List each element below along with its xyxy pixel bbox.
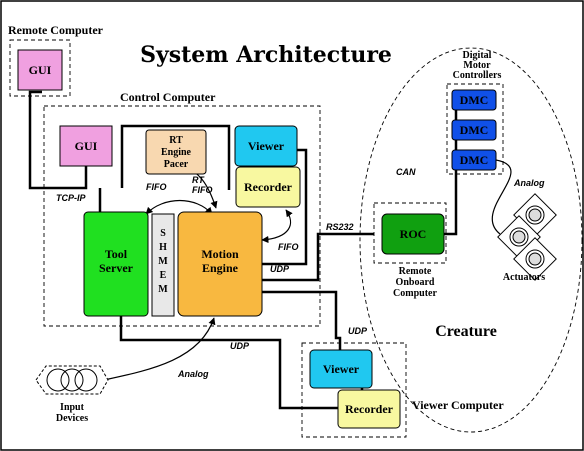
dmc-group-label-2: Motor (463, 60, 491, 71)
viewer-computer-group (301, 342, 407, 438)
actuators-icon (497, 193, 557, 281)
dmc-group-label-3: Controllers (453, 70, 502, 81)
actuators-label: Actuators (503, 272, 545, 283)
remote-computer-group (9, 39, 71, 97)
tcp-ip-label: TCP-IP (56, 193, 86, 203)
dmc-label-2: DMC (460, 123, 489, 137)
dmc-box-1[interactable] (451, 89, 497, 111)
shmem-letter-3: M (158, 256, 168, 267)
wire-gui-remote-to-toolserver (28, 90, 88, 190)
wire-toolserver-top (120, 124, 231, 190)
motion-engine-box[interactable] (177, 211, 263, 317)
control-computer-group (43, 105, 321, 327)
analog-actuators-label: Analog (513, 178, 545, 188)
roc-label: ROC (400, 227, 427, 241)
shmem-letter-1: S (160, 228, 166, 239)
fifo-arrow-shmem (145, 199, 213, 215)
shmem-letter-5: M (158, 284, 168, 295)
dmc-label-1: DMC (460, 93, 489, 107)
recorder-control-box[interactable] (235, 166, 301, 208)
input-devices-label-2: Devices (56, 413, 88, 424)
control-computer-label: Control Computer (120, 90, 216, 104)
dmc-box-3[interactable] (451, 149, 497, 171)
remote-computer-label: Remote Computer (8, 23, 104, 37)
analog-input-arrow (103, 317, 216, 381)
diagram-title: System Architecture (140, 42, 392, 68)
roc-box[interactable] (381, 213, 445, 255)
analog-input-label: Analog (177, 369, 209, 379)
udp-control-label: UDP (270, 264, 290, 274)
viewer-remote-label: Viewer (323, 362, 360, 376)
dmc-group-label-1: Digital (463, 50, 492, 61)
recorder-remote-label: Recorder (345, 402, 394, 416)
can-label: CAN (396, 167, 416, 177)
motion-engine-label-2: Engine (202, 261, 239, 275)
roc-group-label-1: Remote (399, 266, 432, 277)
tool-server-label-1: Tool (105, 247, 128, 261)
gui-control-label: GUI (75, 139, 98, 153)
gui-remote-box[interactable] (17, 49, 63, 91)
udp-viewer-label: UDP (348, 326, 368, 336)
creature-group (359, 47, 583, 433)
rs232-label: RS232 (326, 222, 354, 232)
dmc-group (446, 83, 504, 175)
udp-bottom-label: UDP (230, 341, 250, 351)
viewer-remote-box[interactable] (309, 349, 373, 389)
wire-engine-to-roc (262, 232, 374, 282)
wire-dmc-to-actuators (491, 159, 512, 235)
rt-engine-pacer-label-1: RT (169, 135, 183, 146)
tool-server-box[interactable] (83, 211, 149, 317)
shmem-letter-4: E (160, 270, 167, 281)
recorder-remote-box[interactable] (337, 389, 401, 429)
motion-engine-label-1: Motion (201, 247, 239, 261)
gui-control-box[interactable] (59, 125, 113, 167)
rt-fifo-label-1: RT (192, 175, 205, 185)
viewer-computer-label: Viewer Computer (412, 398, 504, 412)
tool-server-label-2: Server (99, 261, 134, 275)
roc-group-label-2: Onboard (396, 277, 435, 288)
gui-remote-label: GUI (29, 63, 52, 77)
input-devices-icon (35, 365, 109, 395)
roc-group-label-3: Computer (393, 288, 437, 299)
rt-engine-pacer-label-2: Engine (161, 147, 192, 158)
dmc-label-3: DMC (460, 153, 489, 167)
fifo-recorder-label: FIFO (278, 242, 299, 252)
fifo-top-label: FIFO (146, 182, 167, 192)
input-devices-label-1: Input (60, 402, 85, 413)
fifo-arrow-recorder (261, 209, 293, 244)
dmc-box-2[interactable] (451, 119, 497, 141)
rt-engine-pacer-box[interactable] (145, 129, 207, 175)
recorder-control-label: Recorder (244, 180, 293, 194)
viewer-control-label: Viewer (248, 139, 285, 153)
creature-label: Creature (435, 323, 497, 340)
rt-engine-pacer-label-3: Pacer (164, 159, 189, 170)
rt-fifo-label-2: FIFO (192, 185, 213, 195)
viewer-control-box[interactable] (234, 125, 298, 167)
shmem-letter-2: H (159, 242, 167, 253)
wire-engine-to-viewer-computer (262, 290, 342, 350)
wire-viewer-to-engine (262, 148, 308, 266)
wire-toolserver-to-recorder (119, 316, 338, 410)
shmem-box[interactable] (151, 213, 175, 317)
